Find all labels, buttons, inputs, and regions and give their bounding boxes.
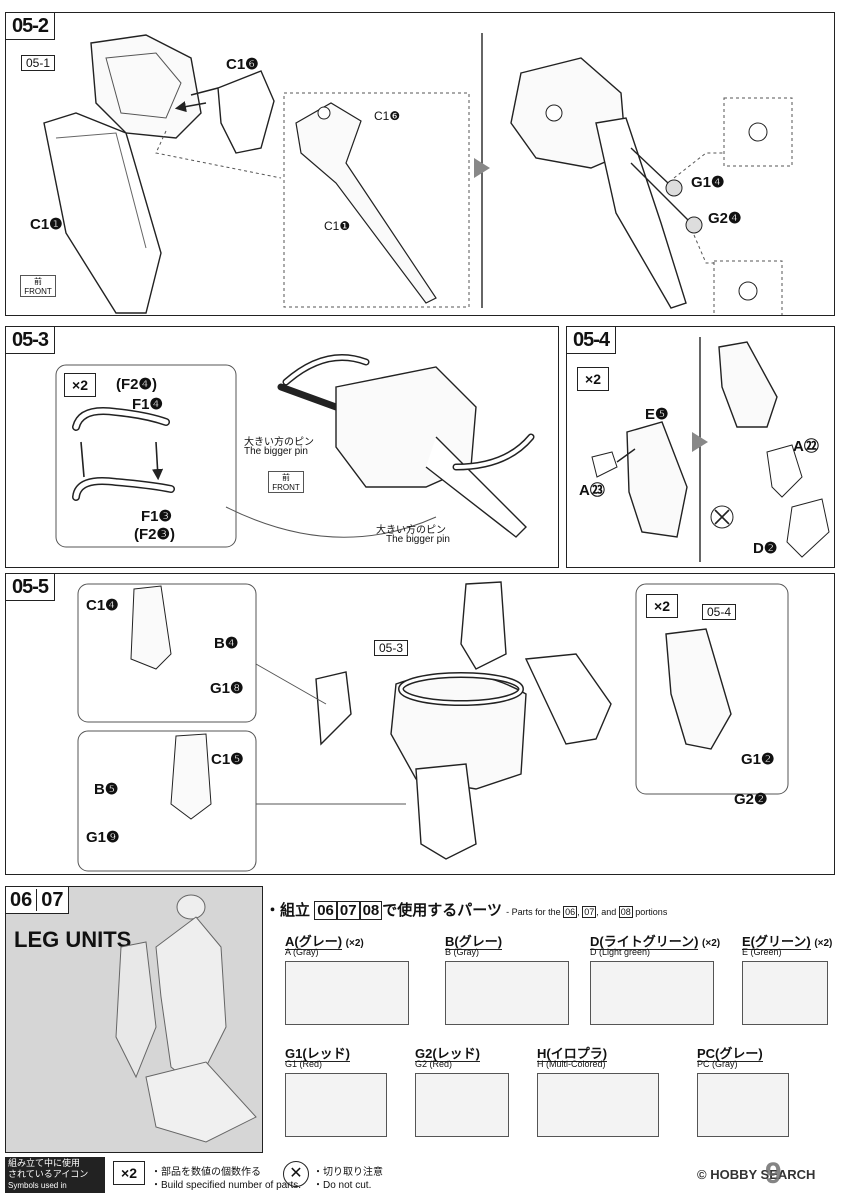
runner-a-title: A(グレー) (×2) xyxy=(285,934,364,950)
runner-g1-title: G1(レッド) xyxy=(285,1046,351,1062)
ref-05-3: 05-3 xyxy=(374,640,409,656)
runner-g2 xyxy=(415,1073,509,1137)
page-number: 9 xyxy=(765,1157,782,1190)
step-05-4-panel: 05-4 ×2 E❺ A㉓ A㉒ D❷ xyxy=(566,326,835,568)
label-b4: B❹ xyxy=(214,635,239,652)
runner-g2-en: G2 (Red) xyxy=(415,1059,453,1069)
step-05-2-panel: 05-2 05-1 C1❻ C1❶ C1❻ C1❶ G1❹ G2❹ xyxy=(5,12,835,316)
runner-g2-title: G2(レッド) xyxy=(415,1046,481,1062)
runner-g1 xyxy=(285,1073,387,1137)
label-c1-1: C1❶ xyxy=(30,216,63,233)
runner-b-en: B (Gray) xyxy=(445,947,480,957)
tab-06: 06 xyxy=(6,889,38,911)
label-g2-4: G2❹ xyxy=(708,210,742,227)
label-g2-2: G2❷ xyxy=(734,791,768,808)
label-e5: E❺ xyxy=(645,406,669,423)
legend-x2-jp: ・部品を数値の個数作る xyxy=(151,1167,261,1178)
bigger-pin-en-1: The bigger pin xyxy=(244,446,308,457)
legend-x2-icon: ×2 xyxy=(113,1161,145,1185)
label-f2-4: (F2❹) xyxy=(116,376,157,393)
legend-box: 組み立て中に使用 されているアイコン Symbols used in instr… xyxy=(5,1157,105,1201)
multiplier-badge: ×2 xyxy=(64,373,96,397)
label-c1-4: C1❹ xyxy=(86,597,119,614)
label-c1-1-detail: C1❶ xyxy=(324,219,351,233)
runner-h xyxy=(537,1073,659,1137)
runner-b-title: B(グレー) xyxy=(445,934,503,950)
runner-pc xyxy=(697,1073,789,1137)
runner-d-en: D (Light green) xyxy=(590,947,651,957)
runner-e xyxy=(742,961,828,1025)
step-tab: 05-3 xyxy=(6,327,56,354)
label-g1-4: G1❹ xyxy=(691,174,725,191)
runner-a xyxy=(285,961,409,1025)
step-tab: 05-4 xyxy=(567,327,617,354)
label-d2: D❷ xyxy=(753,540,778,557)
do-not-cut-icon: ✕ xyxy=(283,1161,309,1187)
hobby-search-logo: © HOBBY SEARCH xyxy=(697,1167,816,1182)
tab-07: 07 xyxy=(41,889,64,911)
bigger-pin-en-2: The bigger pin xyxy=(386,534,450,545)
label-a23: A㉓ xyxy=(579,482,605,499)
ref-05-4: 05-4 xyxy=(702,604,737,620)
front-icon: 前 FRONT xyxy=(268,471,304,493)
multiplier-badge: ×2 xyxy=(646,594,678,618)
bigger-pin-jp-1: 大きい方のピン xyxy=(244,437,314,448)
label-b5: B❺ xyxy=(94,781,119,798)
step-05-3-illustration xyxy=(55,354,535,548)
footer: 組み立て中に使用 されているアイコン Symbols used in instr… xyxy=(5,1157,850,1201)
runner-d xyxy=(590,961,714,1025)
label-f1-3: F1❸ xyxy=(141,508,172,525)
runner-h-title: H(イロプラ) xyxy=(537,1046,608,1062)
runner-e-en: E (Green) xyxy=(742,947,782,957)
num-box: 08 xyxy=(359,901,383,920)
step-tab: 05-2 xyxy=(6,13,56,40)
step-05-2-illustration xyxy=(43,33,793,315)
legend-cut-en: ・Do not cut. xyxy=(313,1180,372,1191)
label-a22: A㉒ xyxy=(793,438,819,455)
step-05-3-panel: 05-3 ×2 (F2❹) F1❹ F1❸ (F2❸) 大きい方のピン The … xyxy=(5,326,559,568)
runner-e-title: E(グリーン) (×2) xyxy=(742,934,833,950)
label-c1-5: C1❺ xyxy=(211,751,244,768)
ref-05-1: 05-1 xyxy=(21,55,56,71)
num-box: 07 xyxy=(336,901,360,920)
runner-b xyxy=(445,961,569,1025)
bigger-pin-jp-2: 大きい方のピン xyxy=(376,525,446,536)
label-c1-6: C1❻ xyxy=(226,56,259,73)
runner-h-en: H (Multi-Colored) xyxy=(537,1059,606,1069)
runner-pc-title: PC(グレー) xyxy=(697,1046,763,1062)
label-c1-6-detail: C1❻ xyxy=(374,109,401,123)
label-g1-9: G1❾ xyxy=(86,829,120,846)
step-05-5-panel: 05-5 C1❹ B❹ G1❽ C1❺ B❺ G1❾ 05-3 ×2 05-4 … xyxy=(5,573,835,875)
step-05-4-illustration xyxy=(591,337,830,562)
label-g1-2: G1❷ xyxy=(741,751,775,768)
legend-cut-jp: ・切り取り注意 xyxy=(313,1167,383,1178)
legend-x2-en: ・Build specified number of parts. xyxy=(151,1180,302,1191)
runner-d-title: D(ライトグリーン) (×2) xyxy=(590,934,721,950)
label-g1-8: G1❽ xyxy=(210,680,244,697)
label-f1-4: F1❹ xyxy=(132,396,163,413)
runner-pc-en: PC (Gray) xyxy=(697,1059,738,1069)
leg-units-illustration xyxy=(115,894,257,1143)
leg-units-title: LEG UNITS xyxy=(14,927,132,952)
multiplier-badge: ×2 xyxy=(577,367,609,391)
label-f2-3: (F2❸) xyxy=(134,526,175,543)
step-tab: 05-5 xyxy=(6,574,56,601)
runner-g1-en: G1 (Red) xyxy=(285,1059,323,1069)
runner-a-en: A (Gray) xyxy=(285,947,319,957)
num-box: 06 xyxy=(314,901,337,920)
step-05-5-illustration xyxy=(77,581,789,872)
front-icon: 前 FRONT xyxy=(20,275,56,297)
